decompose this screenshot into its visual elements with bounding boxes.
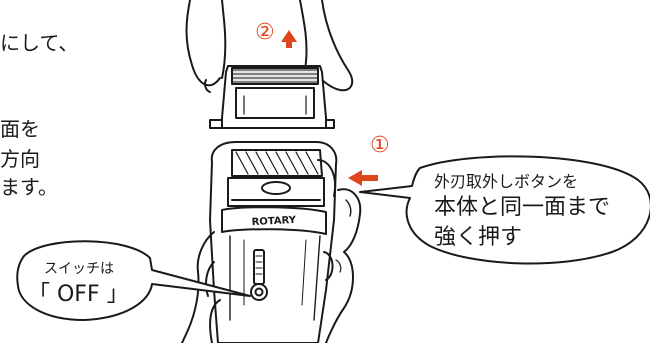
- button-callout-title: 外刃取外しボタンを: [434, 172, 579, 191]
- lower-right-hand: [325, 188, 362, 343]
- outer-blade: [209, 65, 335, 129]
- step2-arrow-up-icon: [281, 30, 297, 48]
- step1-arrow-left-icon: [348, 170, 378, 186]
- instruction-line-3: 方向: [0, 147, 40, 171]
- button-callout-line-1: 本体と同一面まで: [434, 195, 611, 220]
- shaver-body: [209, 141, 338, 343]
- step-2-marker: ②: [255, 20, 275, 45]
- instruction-line-2: 面を: [0, 117, 40, 141]
- shaver-brand-label: ROTARY: [251, 215, 297, 228]
- switch-callout-bubble: [16, 240, 251, 321]
- instruction-line-1: にして、: [0, 31, 79, 55]
- lower-left-hand: [181, 231, 221, 343]
- switch-callout-value: 「 OFF 」: [28, 282, 129, 307]
- instruction-line-4: ます。: [0, 175, 58, 199]
- button-callout-bubble: [359, 155, 650, 265]
- switch-callout-title: スイッチは: [44, 261, 114, 277]
- step-1-marker: ①: [370, 133, 390, 158]
- button-callout-line-2: 強く押す: [434, 225, 523, 250]
